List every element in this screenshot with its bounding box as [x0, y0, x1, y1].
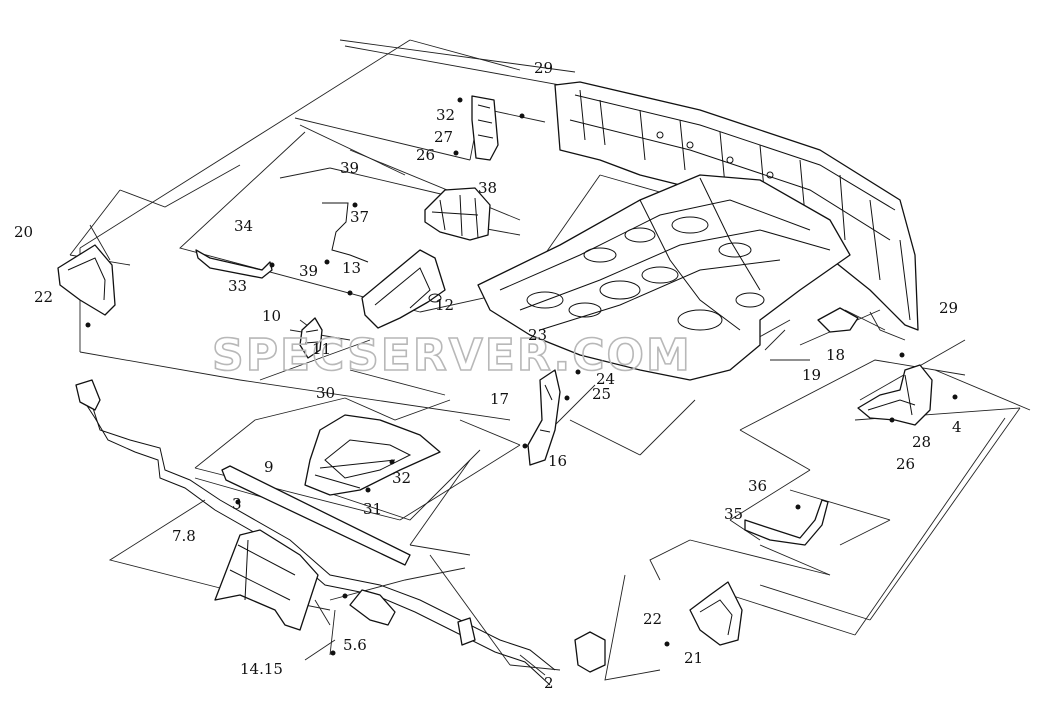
exhaust-tube: [75, 379, 606, 686]
part-label: 13: [342, 259, 361, 277]
part-label: 23: [528, 326, 547, 344]
rod-35: [744, 499, 829, 546]
part-label: 19: [802, 366, 821, 384]
part-label: 10: [262, 307, 281, 325]
part-label: 21: [684, 649, 703, 667]
wheel-guard-right: [664, 581, 743, 647]
part-label: 17: [490, 390, 509, 408]
part-label: 25: [592, 385, 611, 403]
part-label: 22: [643, 610, 662, 628]
bracket-7-8: [214, 529, 319, 631]
part-label: 4: [952, 418, 962, 436]
part-label: 32: [392, 469, 411, 487]
bracket-28: [857, 352, 958, 426]
part-label: 2: [544, 674, 554, 692]
bracket-10: [299, 317, 323, 359]
part-label: 16: [548, 452, 567, 470]
part-label: 26: [896, 455, 915, 473]
part-label: 37: [350, 208, 369, 226]
part-label: 22: [34, 288, 53, 306]
floor-pan: [477, 174, 851, 381]
part-label: 11: [312, 340, 331, 358]
part-label: 20: [14, 223, 33, 241]
bracket-12: [361, 249, 446, 329]
part-label: 35: [724, 505, 743, 523]
part-label: 36: [748, 477, 767, 495]
part-label: 14.15: [240, 660, 283, 678]
part-label: 34: [234, 217, 253, 235]
part-label: 38: [478, 179, 497, 197]
rear-cross-panel: [554, 81, 919, 331]
bracket-18: [817, 307, 859, 333]
cross-bar-9: [221, 465, 411, 566]
part-label: 5.6: [343, 636, 367, 654]
tube-37: [322, 202, 369, 296]
part-label: 33: [228, 277, 247, 295]
part-labels: 29 32 27 26 39 38 37 34 20 33 39 13 22 1…: [14, 59, 962, 692]
part-label: 32: [436, 106, 455, 124]
watermark: SPECSERVER.COM: [212, 330, 692, 381]
part-label: 3: [232, 495, 242, 513]
part-label: 39: [299, 262, 318, 280]
part-label: 29: [534, 59, 553, 77]
plate-30: [304, 414, 441, 496]
part-label: 7.8: [172, 527, 196, 545]
bracket-38: [424, 187, 491, 241]
part-label: 9: [264, 458, 274, 476]
part-label: 31: [363, 500, 382, 518]
part-label: 30: [316, 384, 335, 402]
part-label: 26: [416, 146, 435, 164]
wheel-guard-left: [57, 244, 116, 328]
rod-33: [195, 249, 275, 279]
part-label: 24: [596, 370, 615, 388]
part-label: 18: [826, 346, 845, 364]
bracket-16: [522, 369, 581, 466]
part-label: 12: [435, 296, 454, 314]
upper-bracket: [453, 95, 525, 161]
part-label: 29: [939, 299, 958, 317]
part-label: 27: [434, 128, 453, 146]
part-label: 39: [340, 159, 359, 177]
part-label: 28: [912, 433, 931, 451]
bracket-5-6: [330, 589, 396, 656]
